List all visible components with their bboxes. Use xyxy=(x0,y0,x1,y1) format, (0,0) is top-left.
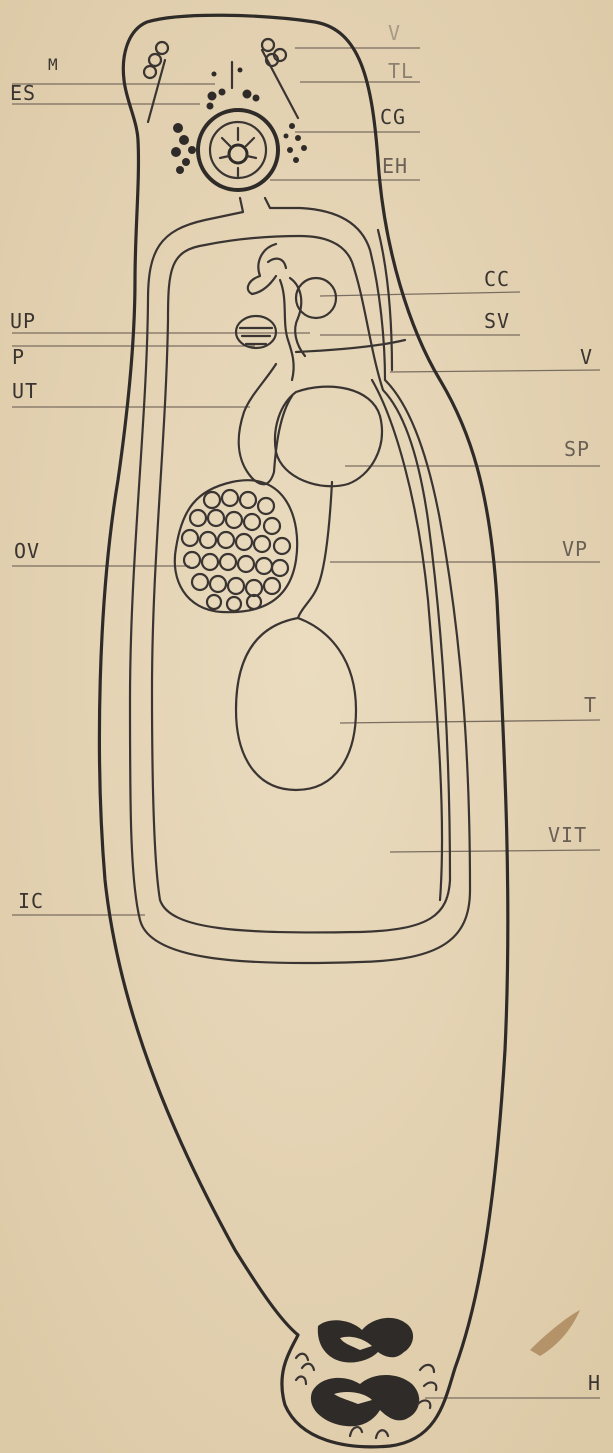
label-p: P xyxy=(12,345,25,369)
label-ov: OV xyxy=(14,539,40,563)
label-eh: EH xyxy=(382,154,408,178)
label-es: ES xyxy=(10,81,36,105)
label-ut: UT xyxy=(12,379,38,403)
label-v: V xyxy=(580,345,593,369)
label-cc: CC xyxy=(484,267,510,291)
label-vp: VP xyxy=(562,537,588,561)
label-t: T xyxy=(584,693,597,717)
label-vit: VIT xyxy=(548,823,587,847)
label-sv: SV xyxy=(484,309,510,333)
label-tl: TL xyxy=(388,59,414,83)
label-ic: IC xyxy=(18,889,44,913)
label-up: UP xyxy=(10,309,36,333)
label-sp: SP xyxy=(564,437,590,461)
label-h: H xyxy=(588,1371,601,1395)
label-cg: CG xyxy=(380,105,406,129)
label-v-top: V xyxy=(388,21,401,45)
label-m: M xyxy=(48,55,59,74)
